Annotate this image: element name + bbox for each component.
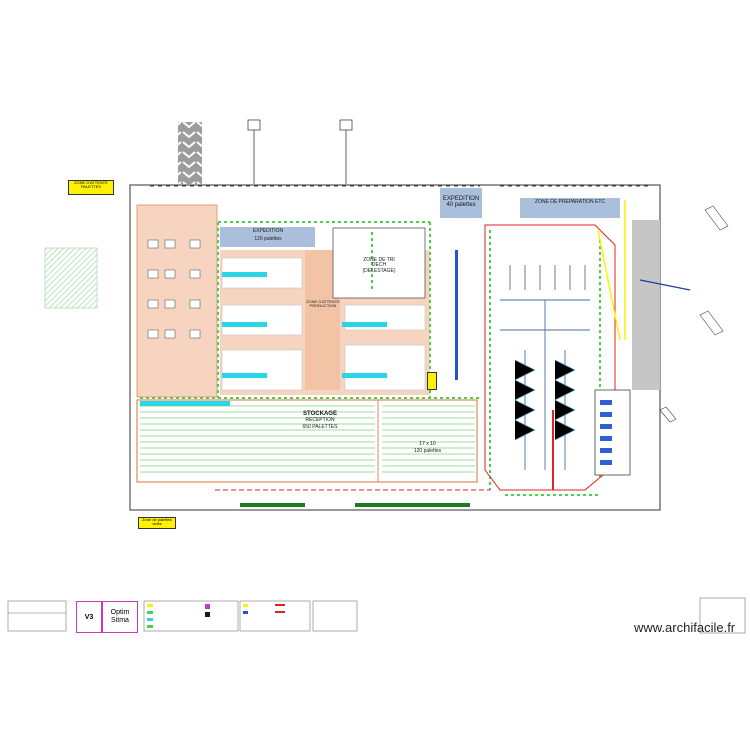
center-zone-label: ZONE D'ATTENTE PRODUCTION xyxy=(306,299,340,309)
right-wing xyxy=(594,220,691,476)
storage-racks xyxy=(136,399,478,483)
central-zone xyxy=(220,227,430,395)
aisle-markings xyxy=(140,221,601,496)
legend-frames xyxy=(7,597,746,634)
expedition-left-subtitle: 120 palettes xyxy=(254,236,282,242)
waiting-pallets-tag: ZONE D'ATTENTE PALETTES xyxy=(68,180,114,195)
version-badge: V3 xyxy=(76,601,102,633)
production-lines xyxy=(455,224,616,491)
preparation-zone-banner xyxy=(520,198,620,218)
stockage-sub2: 650 PALETTES xyxy=(302,424,338,430)
truck-icon xyxy=(247,119,353,184)
block-right-subtitle: 120 palettes xyxy=(413,448,442,454)
marker-yellow-square xyxy=(427,372,437,390)
bottom-dock-bar xyxy=(215,489,490,507)
brand-line-1: Optim xyxy=(110,609,130,617)
zone-preparation-label: ZONE DE PREPARATION ETC xyxy=(534,199,606,205)
expedition-zone-top xyxy=(440,188,482,218)
empty-pallets-tag: Zone de palettes vides xyxy=(138,517,176,529)
stockage-title: STOCKAGE xyxy=(303,411,337,417)
annex-hatched xyxy=(44,247,98,309)
expedition-left-title: EXPEDITION xyxy=(252,228,284,234)
block-right-title: 17 x 10 xyxy=(419,441,436,447)
zone-tri-label: ZONE DE TRI DECH (DELESTAGE) xyxy=(362,257,396,274)
stockage-sub1: RECEPTION xyxy=(305,417,335,423)
preparation-area-left xyxy=(136,204,218,398)
brand-line-2: Sitma xyxy=(111,617,129,624)
yellow-lines xyxy=(597,200,626,341)
expedition-zone-left xyxy=(220,227,315,247)
staircase-icon xyxy=(659,205,729,423)
legend-swatches xyxy=(147,604,285,628)
brand-badge: Optim Sitma xyxy=(102,601,138,633)
loading-ramp xyxy=(178,122,202,184)
watermark: www.archifacile.fr xyxy=(634,620,736,635)
expedition-top-label: EXPEDITION 40 palettes xyxy=(442,196,480,209)
